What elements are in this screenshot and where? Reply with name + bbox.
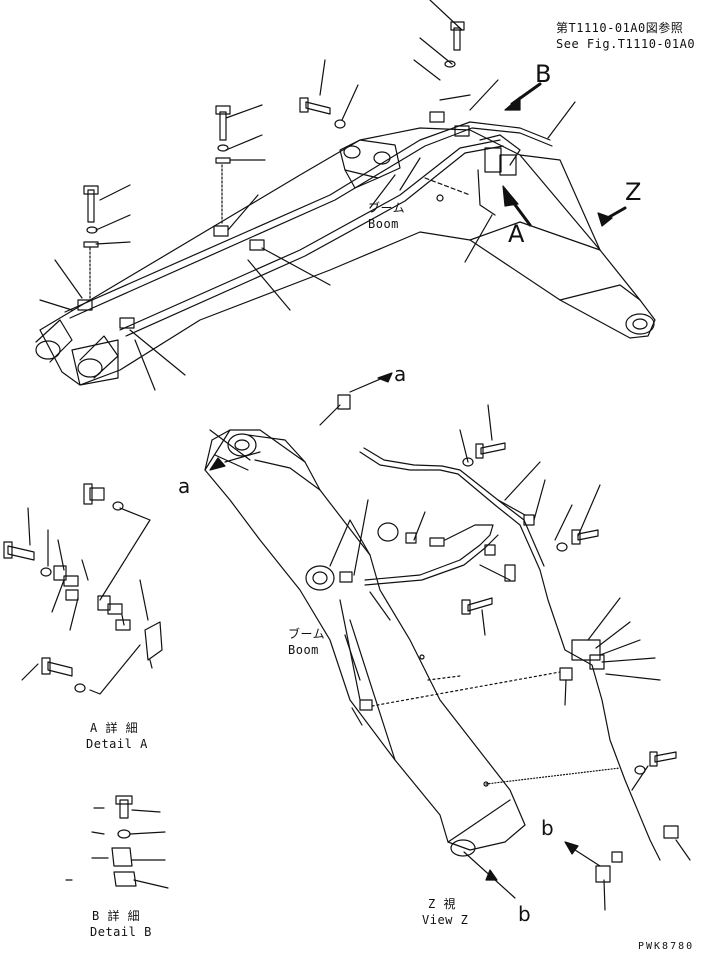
detail-a-title-jp: A 詳 細 [90,721,139,735]
detail-b-title-jp: B 詳 細 [92,909,141,923]
view-z-title-en: View Z [422,913,469,927]
connector-b-right: b [541,816,554,840]
view-label-a: A [508,220,525,248]
detail-a-title-en: Detail A [86,737,148,751]
connector-a-left: a [178,474,191,498]
boom-label-lower-en: Boom [288,643,319,657]
drawing-id: PWK8780 [638,941,695,952]
lower-boom-view-z [204,372,691,911]
view-z-title-jp: Z 視 [428,897,456,911]
detail-a-parts [3,483,163,695]
detail-b-title-en: Detail B [90,925,152,939]
reference-note-en: See Fig.T1110-01A0 [556,37,696,51]
view-label-z: Z [625,178,642,206]
upper-boom [35,0,656,391]
boom-label-upper-en: Boom [368,217,399,231]
boom-label-lower-jp: ブーム [288,627,326,641]
connector-b-bottom: b [518,902,531,926]
boom-label-upper-jp: ブーム [368,201,406,215]
reference-note-jp: 第T1110-01A0図参照 [556,21,684,35]
detail-b-parts [65,795,169,889]
connector-a-upper: a [394,362,407,386]
view-label-b: B [535,60,552,88]
